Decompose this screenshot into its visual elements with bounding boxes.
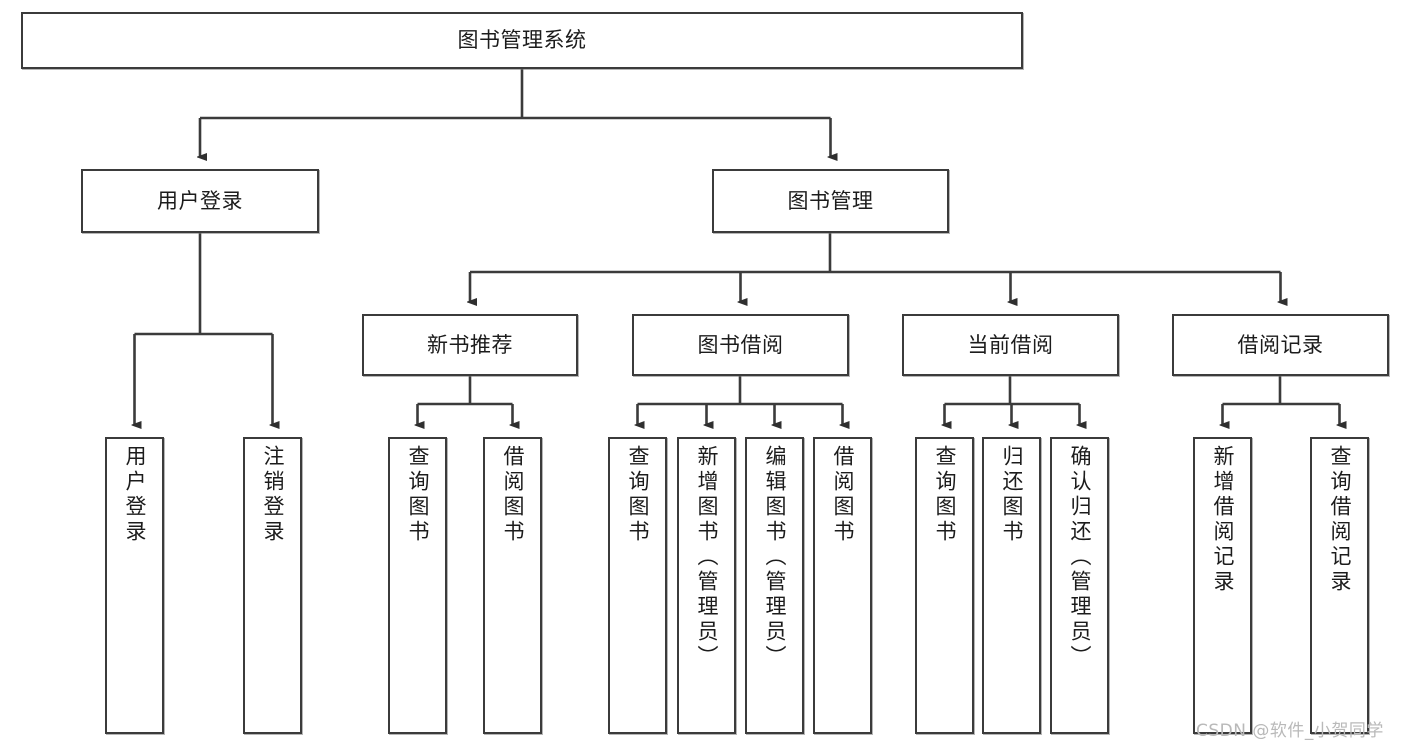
- node-leaf-add-borrow-record[interactable]: 新增借阅记录: [1193, 437, 1252, 734]
- node-leaf-confirm-return-admin[interactable]: 确认归还（管理员）: [1050, 437, 1109, 734]
- node-label: 用户登录: [123, 445, 147, 545]
- node-book-manage[interactable]: 图书管理: [712, 169, 949, 233]
- node-label: 新书推荐: [427, 332, 513, 357]
- node-label: 确认归还（管理员）: [1068, 445, 1092, 670]
- node-label: 新增图书（管理员）: [695, 445, 719, 670]
- node-leaf-add-book-admin[interactable]: 新增图书（管理员）: [677, 437, 736, 734]
- node-leaf-edit-book-admin[interactable]: 编辑图书（管理员）: [745, 437, 804, 734]
- node-borrow-record[interactable]: 借阅记录: [1172, 314, 1389, 376]
- node-label: 注销登录: [261, 445, 285, 545]
- node-label: 图书借阅: [697, 332, 784, 357]
- node-leaf-return-book[interactable]: 归还图书: [982, 437, 1041, 734]
- node-label: 查询图书: [933, 445, 957, 545]
- node-leaf-query-borrow-record[interactable]: 查询借阅记录: [1310, 437, 1369, 734]
- node-label: 查询借阅记录: [1328, 445, 1352, 595]
- node-label: 查询图书: [626, 445, 650, 545]
- node-leaf-rec-query-book[interactable]: 查询图书: [388, 437, 447, 734]
- node-label: 用户登录: [157, 188, 243, 213]
- node-user-login[interactable]: 用户登录: [81, 169, 319, 233]
- node-leaf-user-logout[interactable]: 注销登录: [243, 437, 302, 734]
- node-label: 新增借阅记录: [1211, 445, 1235, 595]
- node-label: 借阅记录: [1237, 332, 1324, 357]
- node-book-borrow[interactable]: 图书借阅: [632, 314, 849, 376]
- node-label: 编辑图书（管理员）: [763, 445, 787, 670]
- node-label: 归还图书: [1000, 445, 1024, 545]
- node-label: 查询图书: [406, 445, 430, 545]
- node-new-book-rec[interactable]: 新书推荐: [362, 314, 578, 376]
- node-leaf-cur-query-book[interactable]: 查询图书: [915, 437, 974, 734]
- node-label: 图书管理: [787, 188, 874, 213]
- node-label: 当前借阅: [967, 332, 1054, 357]
- node-leaf-rec-borrow-book[interactable]: 借阅图书: [483, 437, 542, 734]
- csdn-watermark: CSDN @软件_小贺同学: [1196, 721, 1384, 741]
- node-root[interactable]: 图书管理系统: [21, 12, 1023, 69]
- node-current-borrow[interactable]: 当前借阅: [902, 314, 1119, 376]
- node-leaf-borrow-query-book[interactable]: 查询图书: [608, 437, 667, 734]
- node-label: 图书管理系统: [457, 28, 587, 53]
- node-label: 借阅图书: [501, 445, 525, 545]
- node-leaf-borrow-book[interactable]: 借阅图书: [813, 437, 872, 734]
- node-label: 借阅图书: [831, 445, 855, 545]
- node-leaf-user-login[interactable]: 用户登录: [105, 437, 164, 734]
